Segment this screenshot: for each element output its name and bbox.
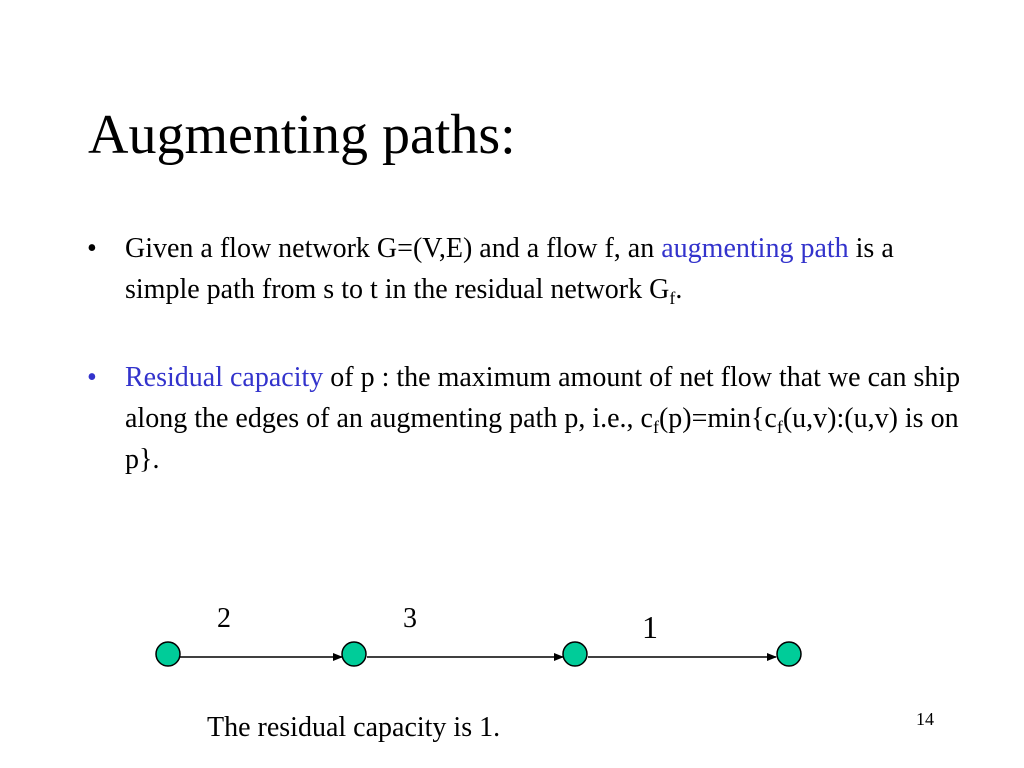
edge-capacity-label: 3 xyxy=(403,603,417,634)
bullet-lead-text: Given a flow network G=(V,E) and a flow … xyxy=(125,233,662,264)
bullet-residual-capacity: • Residual capacity of p : the maximum a… xyxy=(87,357,967,480)
page-number: 14 xyxy=(916,709,934,729)
path-node xyxy=(562,641,588,667)
path-node xyxy=(341,641,367,667)
path-nodes xyxy=(155,641,802,667)
path-node xyxy=(776,641,802,667)
edge-capacity-label: 2 xyxy=(217,603,231,634)
slide-title: Augmenting paths: xyxy=(88,104,516,166)
bullet-mark: • xyxy=(87,233,97,264)
term-residual-capacity: Residual capacity xyxy=(125,362,324,393)
subscript-f: f xyxy=(652,417,659,437)
bullet-list: • Given a flow network G=(V,E) and a flo… xyxy=(87,228,967,480)
bullet-end-text: . xyxy=(675,274,683,305)
bullet-body-text: is a simple path from s to t in the resi… xyxy=(125,233,894,305)
bullet-mark: • xyxy=(87,362,97,393)
bullet-body-text: of p : the maximum amount of net flow th… xyxy=(125,362,961,434)
path-node xyxy=(155,641,181,667)
subscript-f: f xyxy=(669,288,676,308)
bullet-augmenting-path: • Given a flow network G=(V,E) and a flo… xyxy=(87,228,967,310)
term-augmenting-path: augmenting path xyxy=(661,233,849,264)
diagram-caption: The residual capacity is 1. xyxy=(207,712,501,743)
edge-capacity-label: 1 xyxy=(642,609,658,645)
formula-text: (p)=min{c xyxy=(658,403,777,434)
subscript-f: f xyxy=(776,417,783,437)
bullet-text: Residual capacity of p : the maximum amo… xyxy=(125,362,960,475)
capacity-labels: 2 3 1 xyxy=(217,603,658,645)
bullet-text: Given a flow network G=(V,E) and a flow … xyxy=(125,233,894,308)
bullet-end-text: (u,v):(u,v) is on p}. xyxy=(125,403,959,475)
